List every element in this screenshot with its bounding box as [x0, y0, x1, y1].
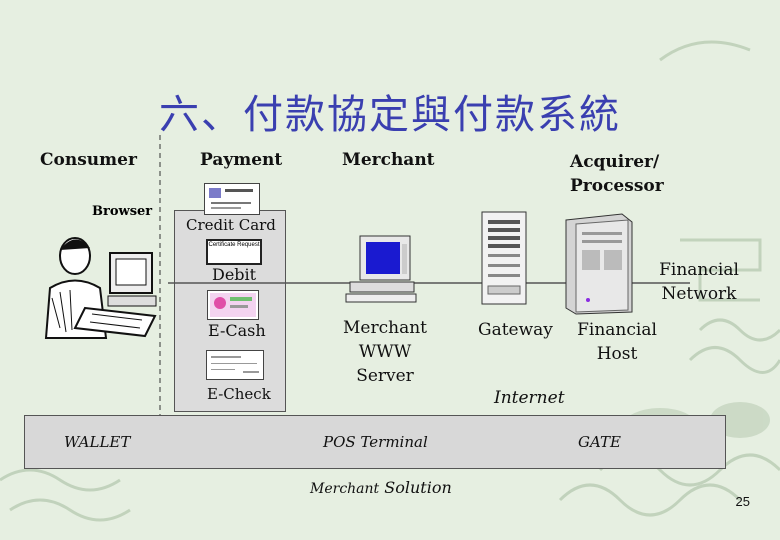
gateway-server-icon [481, 211, 527, 305]
internet-label: Internet [494, 388, 565, 408]
consumer-at-computer-icon [44, 237, 157, 339]
merchant-heading: Merchant [342, 150, 435, 170]
credit-card-image [204, 183, 260, 215]
debit-label: Debit [212, 265, 257, 284]
financial-network-label: Financial Network [659, 260, 739, 304]
bottom-bar [24, 415, 726, 469]
page-number: 25 [735, 494, 750, 509]
financial-host-label: Financial Host [577, 320, 657, 364]
gate-label: GATE [578, 433, 621, 451]
echeck-label: E-Check [207, 385, 271, 403]
payment-heading: Payment [200, 150, 283, 170]
merchant-server-label: Merchant WWW Server [343, 318, 427, 386]
credit-card-label: Credit Card [186, 216, 276, 234]
wallet-label: WALLET [64, 433, 131, 451]
page-title: 六、付款協定與付款系統 [159, 92, 621, 138]
ecash-label: E-Cash [208, 321, 266, 340]
acquirer-heading: Acquirer/ Processor [570, 152, 664, 196]
gateway-label: Gateway [478, 320, 553, 340]
pos-terminal-label: POS Terminal [323, 433, 428, 451]
certificate-request-card: Certificate Request [206, 239, 262, 265]
financial-host-icon [565, 213, 633, 315]
browser-label: Browser [92, 204, 153, 219]
merchant-solution-label: Merchant Solution [310, 478, 452, 497]
consumer-heading: Consumer [40, 150, 137, 170]
echeck-image [206, 350, 264, 380]
merchant-computer-icon [345, 235, 417, 303]
ecash-card-image [207, 290, 259, 320]
